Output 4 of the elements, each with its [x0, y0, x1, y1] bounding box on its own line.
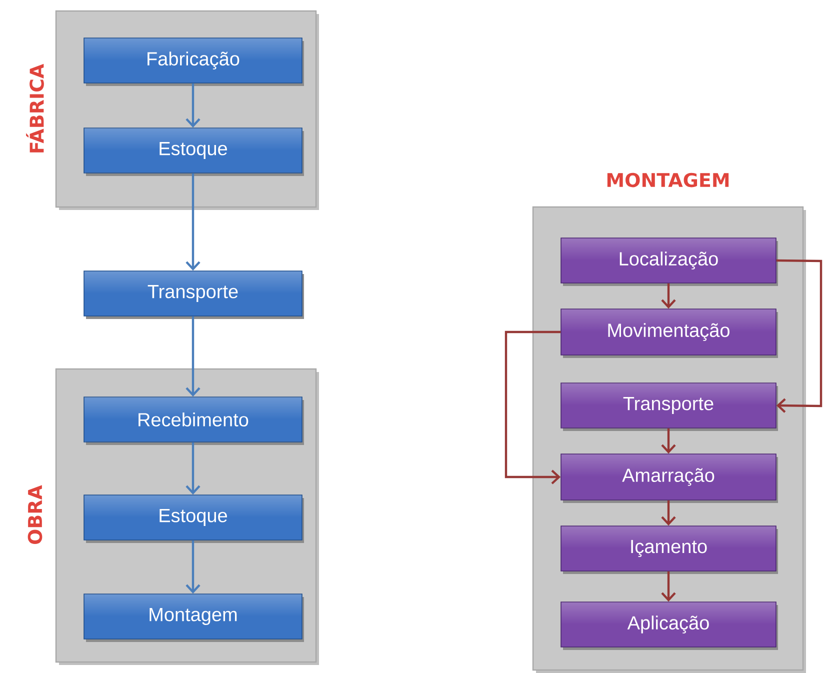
panel-heading: MONTAGEM [607, 172, 729, 188]
panel-heading: OBRA [28, 485, 42, 544]
process-box: Transporte [84, 270, 304, 319]
panel-heading: FÁBRICA [26, 64, 44, 152]
